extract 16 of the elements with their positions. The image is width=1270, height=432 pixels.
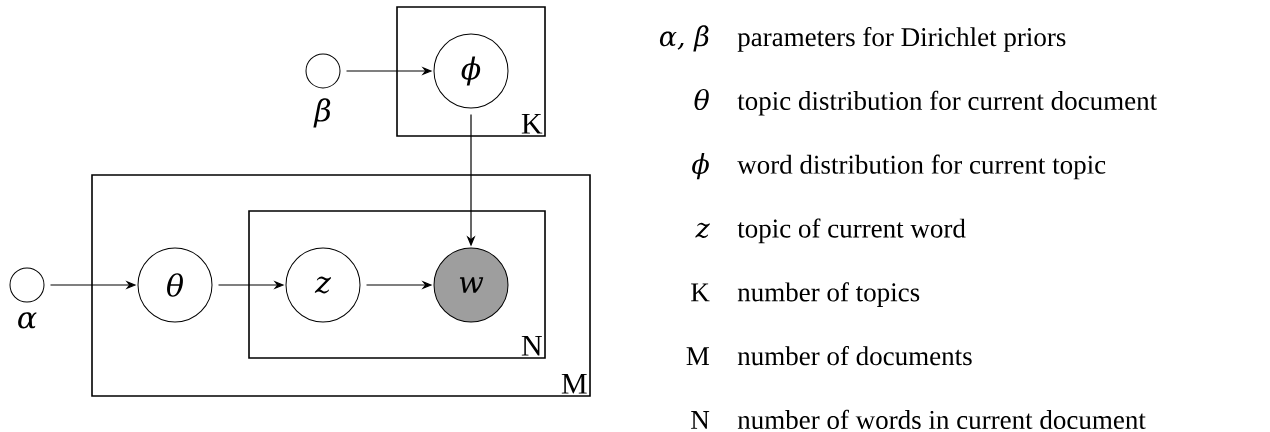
- symbol: z: [695, 222, 710, 239]
- description: parameters for Dirichlet priors: [737, 27, 1066, 52]
- symbol: M: [686, 347, 710, 365]
- description: topic of current word: [737, 218, 966, 244]
- description: number of words in current document: [737, 409, 1146, 430]
- description: topic distribution for current document: [737, 90, 1157, 116]
- variable-label: β: [313, 98, 331, 128]
- symbol: θ: [694, 89, 709, 111]
- symbol: N: [691, 411, 710, 429]
- description: number of documents: [737, 346, 972, 366]
- description: word distribution for current topic: [737, 154, 1106, 180]
- symbol: α, β: [659, 25, 709, 52]
- description: number of topics: [737, 282, 920, 307]
- symbol: K: [691, 283, 710, 302]
- variable-label: α: [18, 312, 37, 329]
- symbol: ϕ: [692, 153, 709, 180]
